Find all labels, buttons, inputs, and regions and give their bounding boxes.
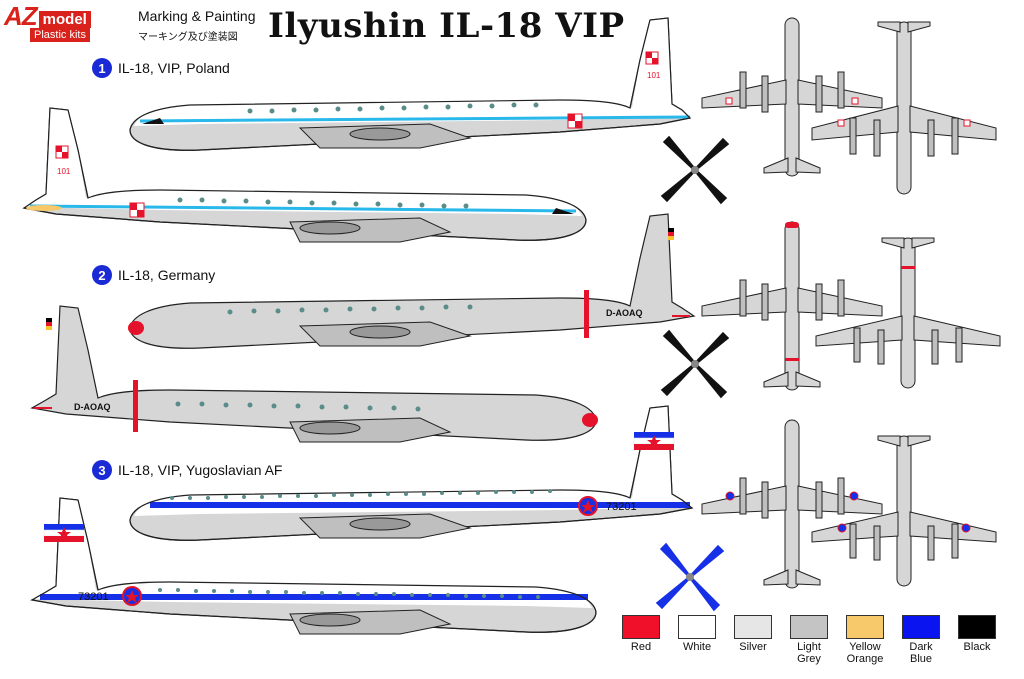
section-2-label: IL-18, Germany — [118, 267, 216, 283]
swatch-dark-blue — [902, 615, 940, 639]
plan-view-top-1 — [701, 17, 883, 177]
germany-profile-lower: D-AOAQ — [30, 305, 598, 443]
plan-view-top-2 — [701, 221, 883, 391]
poland-profile-lower: 101 — [22, 107, 587, 243]
swatch-silver — [734, 615, 772, 639]
germany-reg-lower: D-AOAQ — [74, 402, 111, 412]
page-title: Ilyushin IL-18 VIP — [268, 6, 625, 46]
yugo-profile-upper: 73201 — [129, 405, 694, 541]
section-2-header: 2 IL-18, Germany — [92, 265, 215, 285]
yugo-profile-lower: 73201 — [30, 497, 597, 635]
plan-view-bottom-1 — [811, 21, 997, 195]
logo-model: model — [38, 11, 91, 28]
swatch-red — [622, 615, 660, 639]
poland-fin-number-lower: 101 — [57, 167, 71, 176]
plan-view-top-3 — [701, 419, 883, 589]
yugo-reg-lower: 73201 — [78, 591, 109, 603]
poland-profile-upper: 101 — [129, 17, 692, 151]
marking-painting-label: Marking & Painting — [138, 8, 256, 24]
swatch-black — [958, 615, 996, 639]
swatch-label-red: Red — [630, 641, 652, 653]
swatch-label-silver: Silver — [739, 641, 767, 653]
propeller-blue — [655, 542, 725, 612]
plan-view-bottom-2 — [815, 237, 1001, 389]
yugo-reg-upper: 73201 — [606, 501, 637, 513]
logo-subtitle: Plastic kits — [30, 28, 90, 42]
propeller-black-1 — [660, 135, 730, 205]
plan-view-bottom-3 — [811, 435, 997, 587]
swatch-yellow-orange — [846, 615, 884, 639]
section-3-number: 3 — [92, 460, 112, 480]
section-2-number: 2 — [92, 265, 112, 285]
swatch-light-grey — [790, 615, 828, 639]
swatch-label-white: White — [682, 641, 712, 653]
az-model-logo: AZ model Plastic kits — [4, 1, 130, 46]
propeller-black-2 — [660, 329, 730, 399]
section-1-number: 1 — [92, 58, 112, 78]
swatch-white — [678, 615, 716, 639]
logo-brand: AZ — [4, 1, 38, 31]
poland-fin-number-upper: 101 — [647, 71, 661, 80]
germany-reg-upper: D-AOAQ — [606, 308, 643, 318]
section-3-label: IL-18, VIP, Yugoslavian AF — [118, 462, 283, 478]
section-1-label: IL-18, VIP, Poland — [118, 60, 230, 76]
marking-painting-jp: マーキング及び塗装図 — [138, 32, 238, 43]
section-1-header: 1 IL-18, VIP, Poland — [92, 58, 230, 78]
germany-profile-upper: D-AOAQ — [128, 213, 696, 349]
section-3-header: 3 IL-18, VIP, Yugoslavian AF — [92, 460, 283, 480]
swatch-label-black: Black — [963, 641, 991, 653]
